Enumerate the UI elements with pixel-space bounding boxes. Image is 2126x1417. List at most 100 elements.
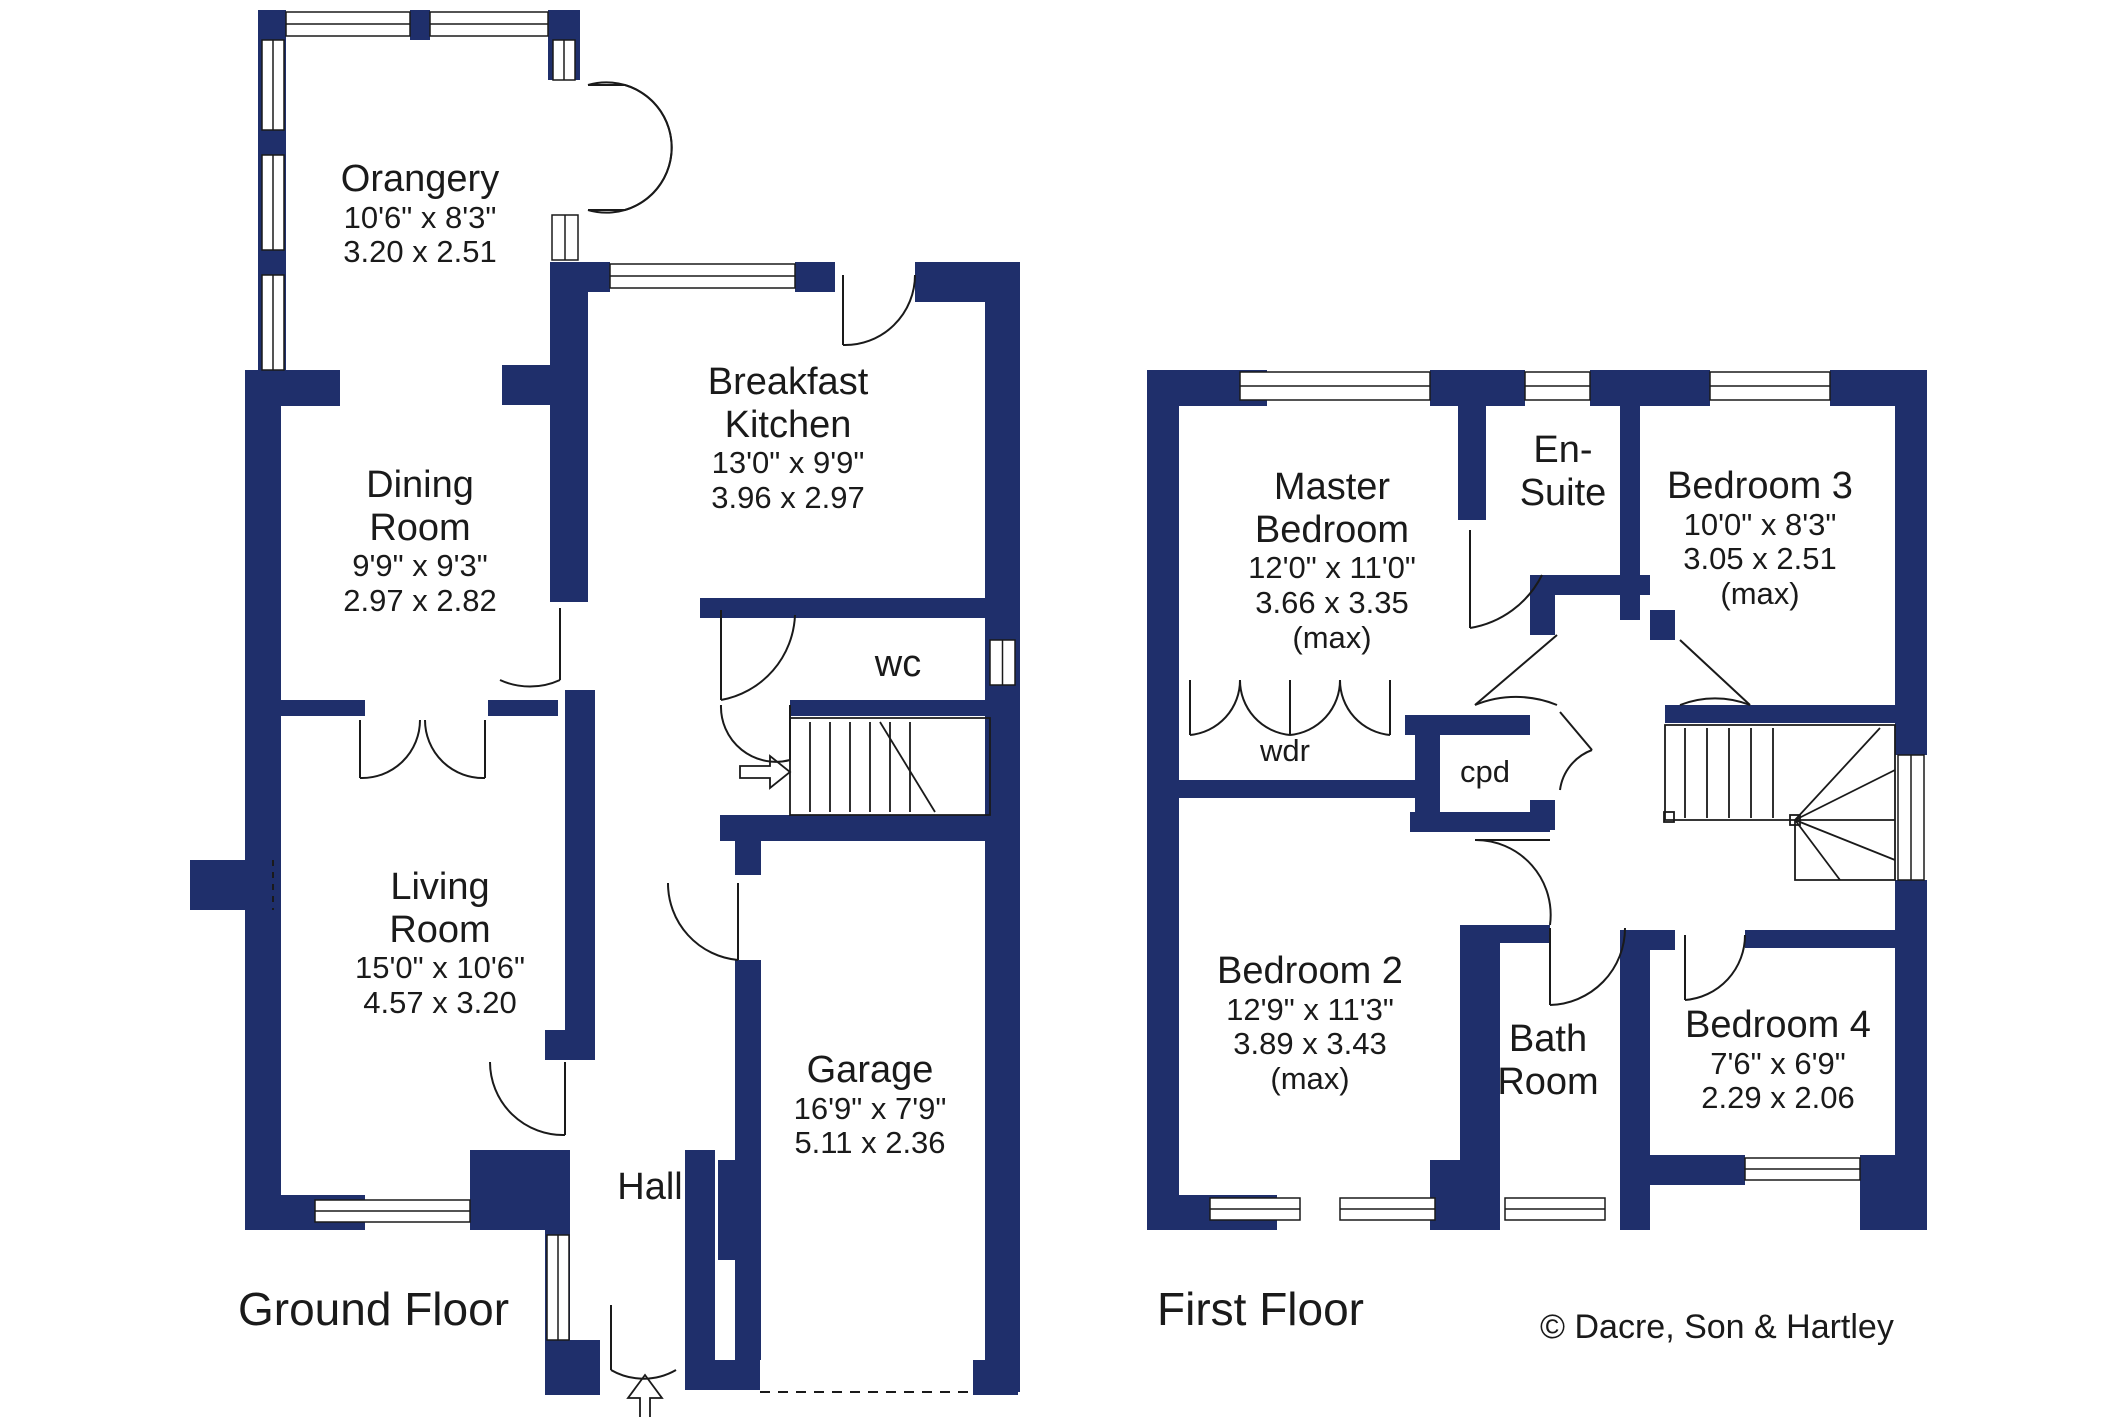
door-leaf [1559, 711, 1593, 751]
wall-segment [1175, 780, 1430, 798]
room-name: Room [1497, 1060, 1599, 1103]
room-name: Bedroom 2 [1217, 950, 1403, 992]
room-metric: 2.97 x 2.82 [343, 582, 497, 618]
room-note: (max) [1292, 619, 1372, 655]
stair-winder [1794, 819, 1896, 861]
room-metric: 5.11 x 2.36 [794, 1125, 946, 1161]
room-metric: 3.20 x 2.51 [343, 234, 497, 270]
wall-segment [410, 10, 430, 40]
cpd-label: cpd [1460, 754, 1510, 789]
wall-segment [973, 1360, 1018, 1395]
room-metric: 3.96 x 2.97 [711, 479, 865, 515]
room-name: Master [1273, 466, 1391, 508]
wall-segment [1620, 370, 1640, 620]
door-swing-arc [1559, 749, 1593, 791]
room-name: Dining [366, 464, 474, 506]
stair-up-arrow [739, 754, 792, 790]
room-name: Kitchen [724, 403, 852, 446]
wall-segment [1147, 370, 1179, 1230]
wall-segment [1860, 1155, 1925, 1230]
door-swing-arc [1469, 574, 1543, 629]
bedroom-4-label: Bedroom 4 7'6" x 6'9" 2.29 x 2.06 [1668, 1004, 1888, 1116]
stair-winder [1794, 819, 1841, 881]
wall-segment [1745, 930, 1895, 948]
wall-segment [720, 815, 990, 841]
wall-segment [1500, 925, 1550, 943]
wall-segment [985, 262, 1020, 1392]
wall-segment [1590, 370, 1710, 406]
garage-label: Garage 16'9" x 7'9" 5.11 x 2.36 [760, 1049, 980, 1161]
door-swing-arc [359, 719, 421, 780]
door-swing-arc [1289, 679, 1342, 736]
wall-segment [190, 880, 245, 910]
room-metric: 3.05 x 2.51 [1683, 541, 1837, 577]
stair-outline [789, 717, 991, 816]
room-imperial: 7'6" x 6'9" [1710, 1045, 1846, 1081]
wall-segment [1430, 1160, 1470, 1230]
wall-segment [1410, 812, 1550, 832]
wall-segment [1458, 380, 1486, 520]
room-imperial: 9'9" x 9'3" [352, 548, 488, 584]
room-metric: 2.29 x 2.06 [1701, 1080, 1855, 1116]
room-name: Bedroom 3 [1667, 465, 1853, 507]
wall-segment [1530, 800, 1555, 830]
wall-segment [1405, 715, 1530, 735]
room-name: Bedroom 4 [1685, 1004, 1871, 1046]
wall-segment [548, 10, 580, 40]
wall-segment [1530, 575, 1555, 635]
wall-segment [550, 262, 588, 602]
wall-segment [735, 815, 761, 875]
wall-segment [790, 598, 990, 613]
door-swing-arc [610, 1369, 677, 1380]
stair-winder [1794, 769, 1896, 821]
room-name: Room [389, 908, 491, 951]
dining-room-label: Dining Room 9'9" x 9'3" 2.97 x 2.82 [310, 464, 530, 619]
room-name: En- [1533, 429, 1593, 471]
door-swing-arc [1679, 697, 1751, 706]
room-name: Bath [1508, 1018, 1588, 1060]
room-imperial: 10'0" x 8'3" [1683, 506, 1837, 542]
first-floor-title: First Floor [1157, 1283, 1364, 1335]
wall-segment [258, 130, 286, 155]
door-swing-arc [489, 1061, 566, 1137]
hall-label: Hall [617, 1166, 683, 1208]
wall-segment [258, 250, 286, 275]
room-imperial: 13'0" x 9'9" [711, 445, 865, 481]
windows [261, 11, 1925, 1341]
wall-segment [258, 10, 286, 40]
wall-segment [790, 700, 990, 716]
stair-outline [1664, 724, 1896, 881]
room-name: Garage [806, 1049, 934, 1091]
room-name: Breakfast [707, 361, 869, 403]
door-swing-arc [1549, 927, 1626, 1006]
wall-segment [502, 365, 557, 405]
room-name: Suite [1519, 471, 1607, 514]
room-name: Room [369, 506, 471, 549]
stairs [626, 717, 1896, 1417]
en-suite-label: En- Suite [1508, 429, 1618, 514]
master-bedroom-label: Master Bedroom 12'0" x 11'0" 3.66 x 3.35… [1222, 466, 1442, 655]
doors [272, 81, 1751, 1393]
bathroom-label: Bath Room [1493, 1018, 1603, 1103]
wall-segment [1530, 575, 1650, 595]
wall-segment [545, 1340, 600, 1395]
wall-segment [795, 262, 835, 292]
room-metric: 3.89 x 3.43 [1233, 1026, 1387, 1062]
wall-segment [245, 370, 281, 1230]
door-swing-arc [666, 882, 739, 961]
room-imperial: 10'6" x 8'3" [343, 199, 497, 235]
door-leaf [1679, 639, 1751, 706]
living-room-label: Living Room 15'0" x 10'6" 4.57 x 3.20 [330, 866, 550, 1021]
door-swing-arc [719, 704, 791, 763]
bedroom-2-label: Bedroom 2 12'9" x 11'3" 3.89 x 3.43 (max… [1200, 950, 1420, 1097]
wall-segment [565, 740, 595, 1040]
wall-segment [550, 262, 610, 292]
bedroom-3-label: Bedroom 3 10'0" x 8'3" 3.05 x 2.51 (max) [1650, 465, 1870, 612]
room-name: Living [390, 866, 490, 908]
door-swing-arc [1189, 679, 1242, 736]
door-leaf [1474, 634, 1558, 706]
breakfast-kitchen-label: Breakfast Kitchen 13'0" x 9'9" 3.96 x 2.… [668, 361, 908, 516]
room-name: Bedroom [1254, 508, 1410, 551]
wall-segment [1645, 1155, 1745, 1185]
